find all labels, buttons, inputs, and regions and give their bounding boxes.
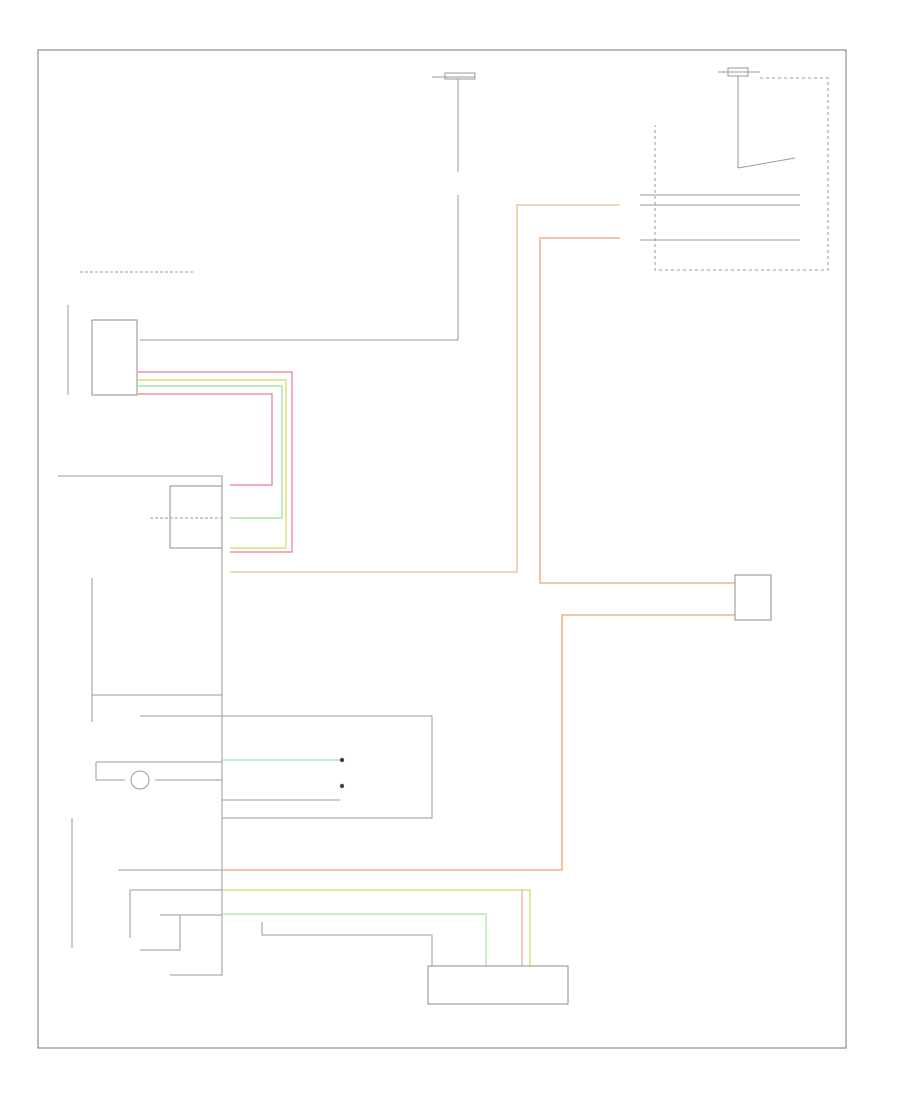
interior-relay-group xyxy=(67,271,195,396)
wire-red-1 xyxy=(138,371,293,553)
hazard-switch-group xyxy=(71,818,222,951)
washer-pump-box xyxy=(427,965,569,1005)
wire-green-1 xyxy=(138,385,283,519)
washer-pump-group xyxy=(261,922,569,1005)
wire-green-lower xyxy=(222,913,487,966)
wire-yellow-lower xyxy=(222,889,531,966)
wire-orange-lower xyxy=(222,614,735,871)
control-module-group xyxy=(58,475,223,976)
interior-relay-box xyxy=(91,319,138,396)
wire-yellow-1 xyxy=(138,379,287,549)
wire-orange-long xyxy=(539,237,735,584)
ignition-switch-symbol xyxy=(130,770,150,790)
switch-contact-top-right xyxy=(737,157,796,169)
lamp-switch-group xyxy=(91,578,433,819)
top-right-module-group xyxy=(640,67,829,271)
control-module-box xyxy=(169,485,223,549)
connector-dot-2 xyxy=(339,783,345,789)
wire-red-2 xyxy=(138,393,273,486)
fuse-block-top xyxy=(444,72,476,80)
top-center-power-group xyxy=(140,72,476,341)
right-relay-box xyxy=(734,574,772,621)
wire-tan-long xyxy=(230,204,620,573)
diagram-frame xyxy=(37,49,847,1049)
ignition-switch-group xyxy=(95,761,340,801)
connector-dot-1 xyxy=(339,757,345,763)
